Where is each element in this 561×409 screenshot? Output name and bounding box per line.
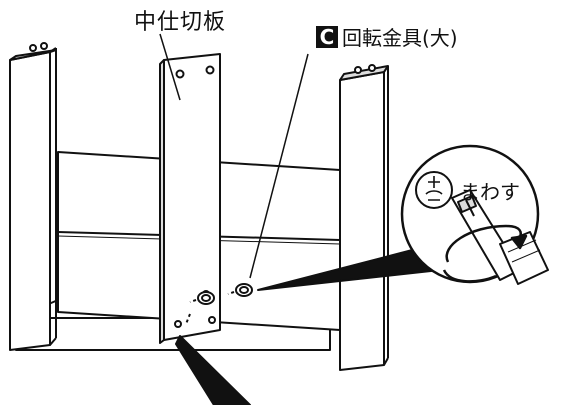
part-letter-badge: C <box>316 25 338 48</box>
partition-label: 中仕切板 <box>134 10 227 35</box>
rotating-fitting-right <box>227 283 253 297</box>
left-side-panel <box>9 42 57 351</box>
rotate-arrow-icon <box>442 224 528 283</box>
rotate-instruction-label: まわす <box>460 180 520 204</box>
rotating-fitting-left <box>189 291 215 305</box>
leader-line-fitting <box>249 53 309 279</box>
phillips-screwdriver-icon <box>415 171 453 209</box>
center-partition-board <box>159 53 221 344</box>
part-label: C 回転金具(大) <box>316 22 458 51</box>
leader-line-partition <box>159 33 181 101</box>
part-name: 回転金具(大) <box>342 26 458 50</box>
right-side-panel <box>339 64 389 371</box>
